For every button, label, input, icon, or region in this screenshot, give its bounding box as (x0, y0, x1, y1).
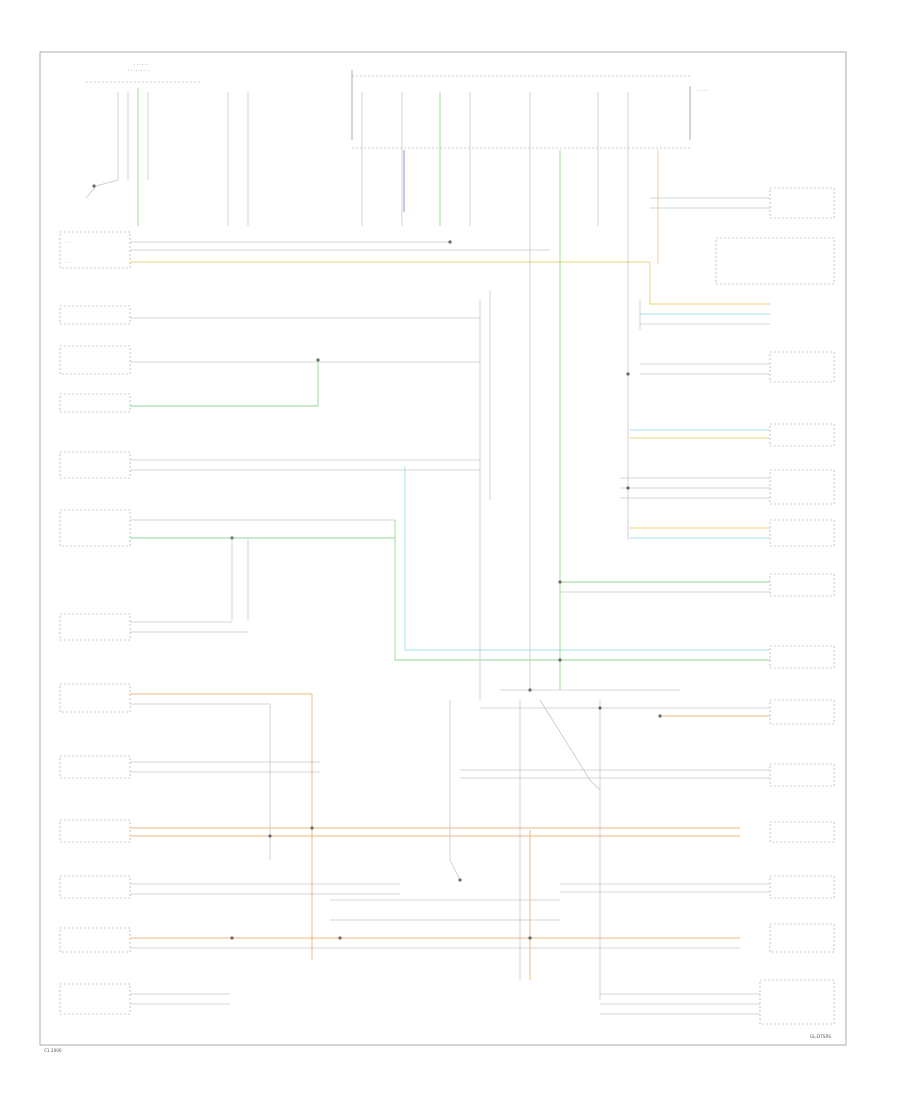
top-left-connector: · · · · · · · · · · · · · · · (85, 62, 249, 226)
module-l1: · · · · · · (59, 231, 650, 269)
module-r2 (640, 237, 835, 325)
module-l9 (59, 755, 320, 779)
svg-text:· · · · · · · · ·: · · · · · · · · · (128, 68, 151, 73)
footer-right-label: GL-DTSRS (810, 1034, 831, 1039)
module-l2 (59, 305, 480, 325)
top-center-connector: · · · · (351, 70, 707, 690)
module-l4 (59, 358, 320, 413)
module-l5 (59, 451, 480, 479)
module-r11 (769, 821, 835, 843)
svg-text:· · · · · ·: · · · · · · (134, 62, 149, 67)
module-r8 (394, 466, 835, 669)
module-l13 (59, 983, 230, 1015)
central-wiring (230, 226, 680, 1000)
module-r13 (769, 923, 835, 953)
module-r4 (630, 423, 835, 447)
diagram-border (39, 51, 847, 1046)
svg-text:· · ·: · · · (64, 240, 70, 245)
module-l6 (59, 509, 395, 620)
module-r3 (640, 351, 835, 383)
module-r6 (630, 519, 835, 547)
module-r12 (560, 875, 835, 899)
module-r7 (560, 573, 835, 597)
module-l8 (59, 683, 313, 960)
svg-text:· · · ·: · · · · (698, 88, 707, 93)
module-r10 (460, 763, 835, 787)
module-r9 (480, 699, 835, 725)
module-r14 (600, 979, 835, 1025)
footer-left-label: C1 2006 (44, 1048, 62, 1053)
module-r1 (650, 187, 835, 219)
module-r5 (620, 469, 835, 505)
module-l7 (59, 613, 248, 641)
module-l3 (59, 345, 480, 375)
module-l11 (59, 875, 400, 899)
module-l10 (59, 819, 740, 843)
module-l12 (59, 927, 740, 953)
svg-text:· · ·: · · · (64, 260, 70, 265)
